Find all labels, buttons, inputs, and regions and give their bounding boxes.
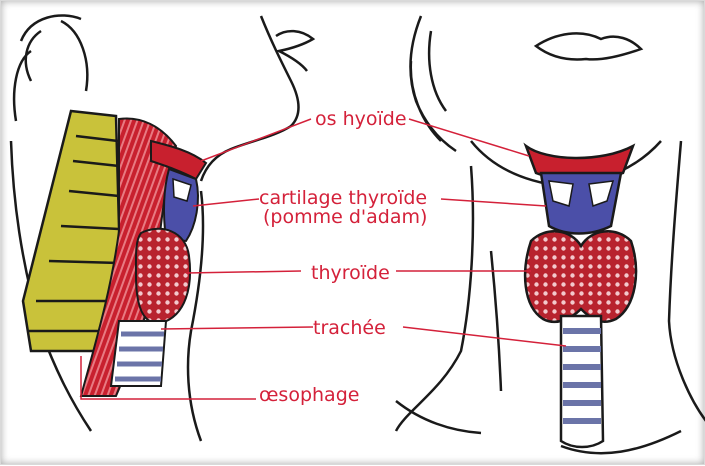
side-thyroid-gland (136, 229, 190, 323)
label-thyroid: thyroïde (311, 262, 390, 284)
label-thyroid-cartilage-subtitle: (pomme d'adam) (263, 206, 427, 228)
front-clavicle (396, 401, 681, 453)
front-lips (536, 33, 641, 59)
front-neck-right (669, 141, 705, 421)
label-esophagus: œsophage (259, 384, 359, 406)
side-trachea (111, 321, 166, 386)
side-face-outline (201, 16, 299, 181)
label-trachea: trachée (313, 317, 386, 339)
side-hair-outline (14, 15, 87, 121)
front-thyroid-gland (525, 231, 636, 322)
front-trachea (561, 316, 603, 447)
front-neck-center-line (491, 251, 501, 391)
label-hyoid: os hyoïde (315, 108, 407, 130)
side-lips (276, 31, 313, 71)
